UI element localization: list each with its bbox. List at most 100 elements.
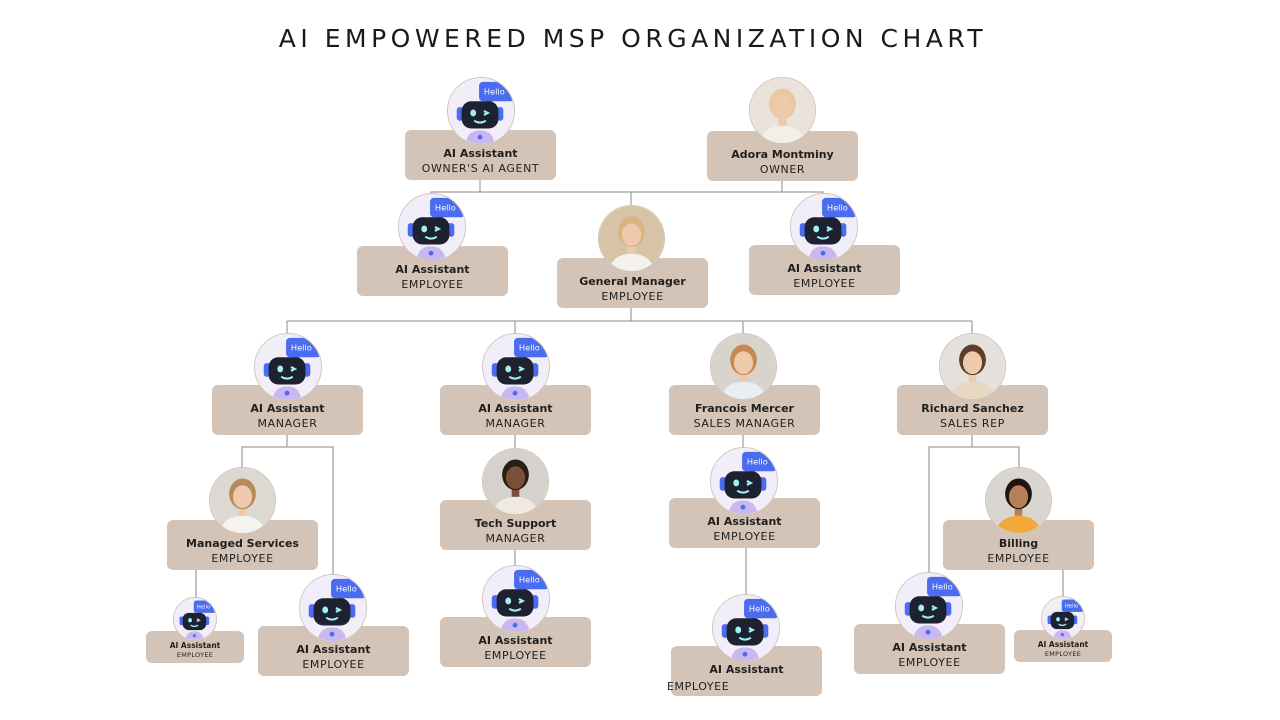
robot-body-dot: [820, 250, 826, 256]
person-face: [772, 95, 793, 119]
person-torso: [720, 381, 767, 399]
card-role: EMPLOYEE: [667, 680, 730, 693]
robot-eye: [813, 225, 820, 233]
robot-head: [909, 596, 947, 624]
card-name: Francois Mercer: [695, 402, 794, 415]
robot-avatar: Hello: [173, 597, 217, 641]
card-role: EMPLOYEE: [793, 277, 856, 290]
speech-bubble-icon: [331, 578, 366, 605]
card-role: OWNER: [759, 163, 806, 176]
robot-eye: [826, 226, 834, 232]
robot-mouth: [736, 489, 750, 494]
robot-mouth: [325, 616, 339, 621]
robot-avatar: Hello: [482, 333, 550, 401]
card-role: SALES MANAGER: [693, 417, 796, 430]
robot-head: [724, 471, 762, 499]
person-torso: [995, 515, 1042, 533]
bubble-text: Hello: [519, 343, 540, 353]
robot-head: [804, 217, 842, 245]
bubble-text: Hello: [336, 584, 357, 594]
robot-mouth: [473, 119, 487, 124]
speech-bubble-icon: [1061, 599, 1084, 616]
person-face: [1008, 485, 1029, 509]
person-neck: [238, 506, 247, 516]
speech-bubble-icon: [822, 197, 857, 224]
robot-head: [461, 101, 499, 129]
org-card-managed-services: Managed Services EMPLOYEE: [167, 520, 318, 570]
card-name: Adora Montminy: [731, 148, 834, 161]
robot-eye: [518, 366, 526, 372]
card-role: SALES REP: [940, 417, 1005, 430]
robot-body-dot: [192, 634, 196, 638]
robot-eye: [505, 597, 512, 605]
robot-avatar: Hello: [447, 77, 515, 145]
person-photo-managed-services: [209, 467, 276, 534]
robot-head: [313, 598, 351, 626]
person-photo-tech-support: [482, 448, 549, 515]
robot-mouth: [816, 235, 830, 240]
person-photo-general-manager: [598, 205, 665, 272]
card-name: AI Assistant: [250, 402, 325, 415]
robot-mouth: [508, 607, 522, 612]
speech-bubble-icon: [479, 81, 514, 108]
robot-eye: [470, 109, 477, 117]
person-neck: [778, 116, 787, 126]
card-role: MANAGER: [485, 532, 546, 545]
robot-eye: [277, 365, 284, 373]
robot-eye: [290, 366, 298, 372]
robot-eye: [518, 598, 526, 604]
robot-head: [412, 217, 450, 245]
person-neck: [511, 487, 520, 497]
card-name: General Manager: [579, 275, 686, 288]
person-face: [962, 351, 983, 375]
speech-bubble-icon: [514, 569, 549, 596]
bubble-text: Hello: [747, 457, 768, 467]
robot-mouth: [424, 235, 438, 240]
robot-body-dot: [1060, 633, 1064, 637]
bubble-text: Hello: [291, 343, 312, 353]
robot-mouth: [921, 614, 935, 619]
card-role: EMPLOYEE: [1044, 650, 1082, 658]
robot-body-dot: [284, 390, 290, 396]
speech-bubble-icon: [927, 576, 962, 603]
person-neck: [627, 244, 636, 254]
robot-head: [726, 618, 764, 646]
robot-body-dot: [329, 631, 335, 637]
robot-eye: [483, 110, 491, 116]
robot-head: [182, 612, 207, 631]
card-name: Tech Support: [474, 517, 557, 530]
card-role: EMPLOYEE: [401, 278, 464, 291]
connector-owner-row: [479, 180, 783, 193]
person-photo-francois: [710, 333, 777, 400]
robot-body-dot: [512, 622, 518, 628]
robot-body-dot: [512, 390, 518, 396]
robot-eye: [733, 479, 740, 487]
person-torso: [759, 125, 806, 143]
card-role: EMPLOYEE: [176, 651, 214, 659]
bubble-text: Hello: [1065, 604, 1078, 610]
robot-eye: [505, 365, 512, 373]
speech-bubble-icon: [514, 337, 549, 364]
robot-head: [268, 357, 306, 385]
robot-avatar: Hello: [254, 333, 322, 401]
robot-avatar: Hello: [398, 193, 466, 261]
card-name: AI Assistant: [709, 663, 784, 676]
robot-body-dot: [925, 629, 931, 635]
robot-avatar: Hello: [1041, 596, 1085, 640]
card-name: AI Assistant: [443, 147, 518, 160]
robot-eye: [421, 225, 428, 233]
bubble-text: Hello: [435, 203, 456, 213]
person-face: [733, 351, 754, 375]
bubble-text: Hello: [484, 87, 505, 97]
robot-eye: [335, 607, 343, 613]
card-role: MANAGER: [485, 417, 546, 430]
bubble-text: Hello: [749, 604, 770, 614]
robot-mouth: [738, 636, 752, 641]
robot-avatar: Hello: [790, 193, 858, 261]
bubble-text: Hello: [197, 605, 210, 611]
robot-eye: [931, 605, 939, 611]
robot-head: [496, 357, 534, 385]
card-name: AI Assistant: [1037, 640, 1089, 649]
card-name: Managed Services: [186, 537, 299, 550]
card-name: AI Assistant: [787, 262, 862, 275]
